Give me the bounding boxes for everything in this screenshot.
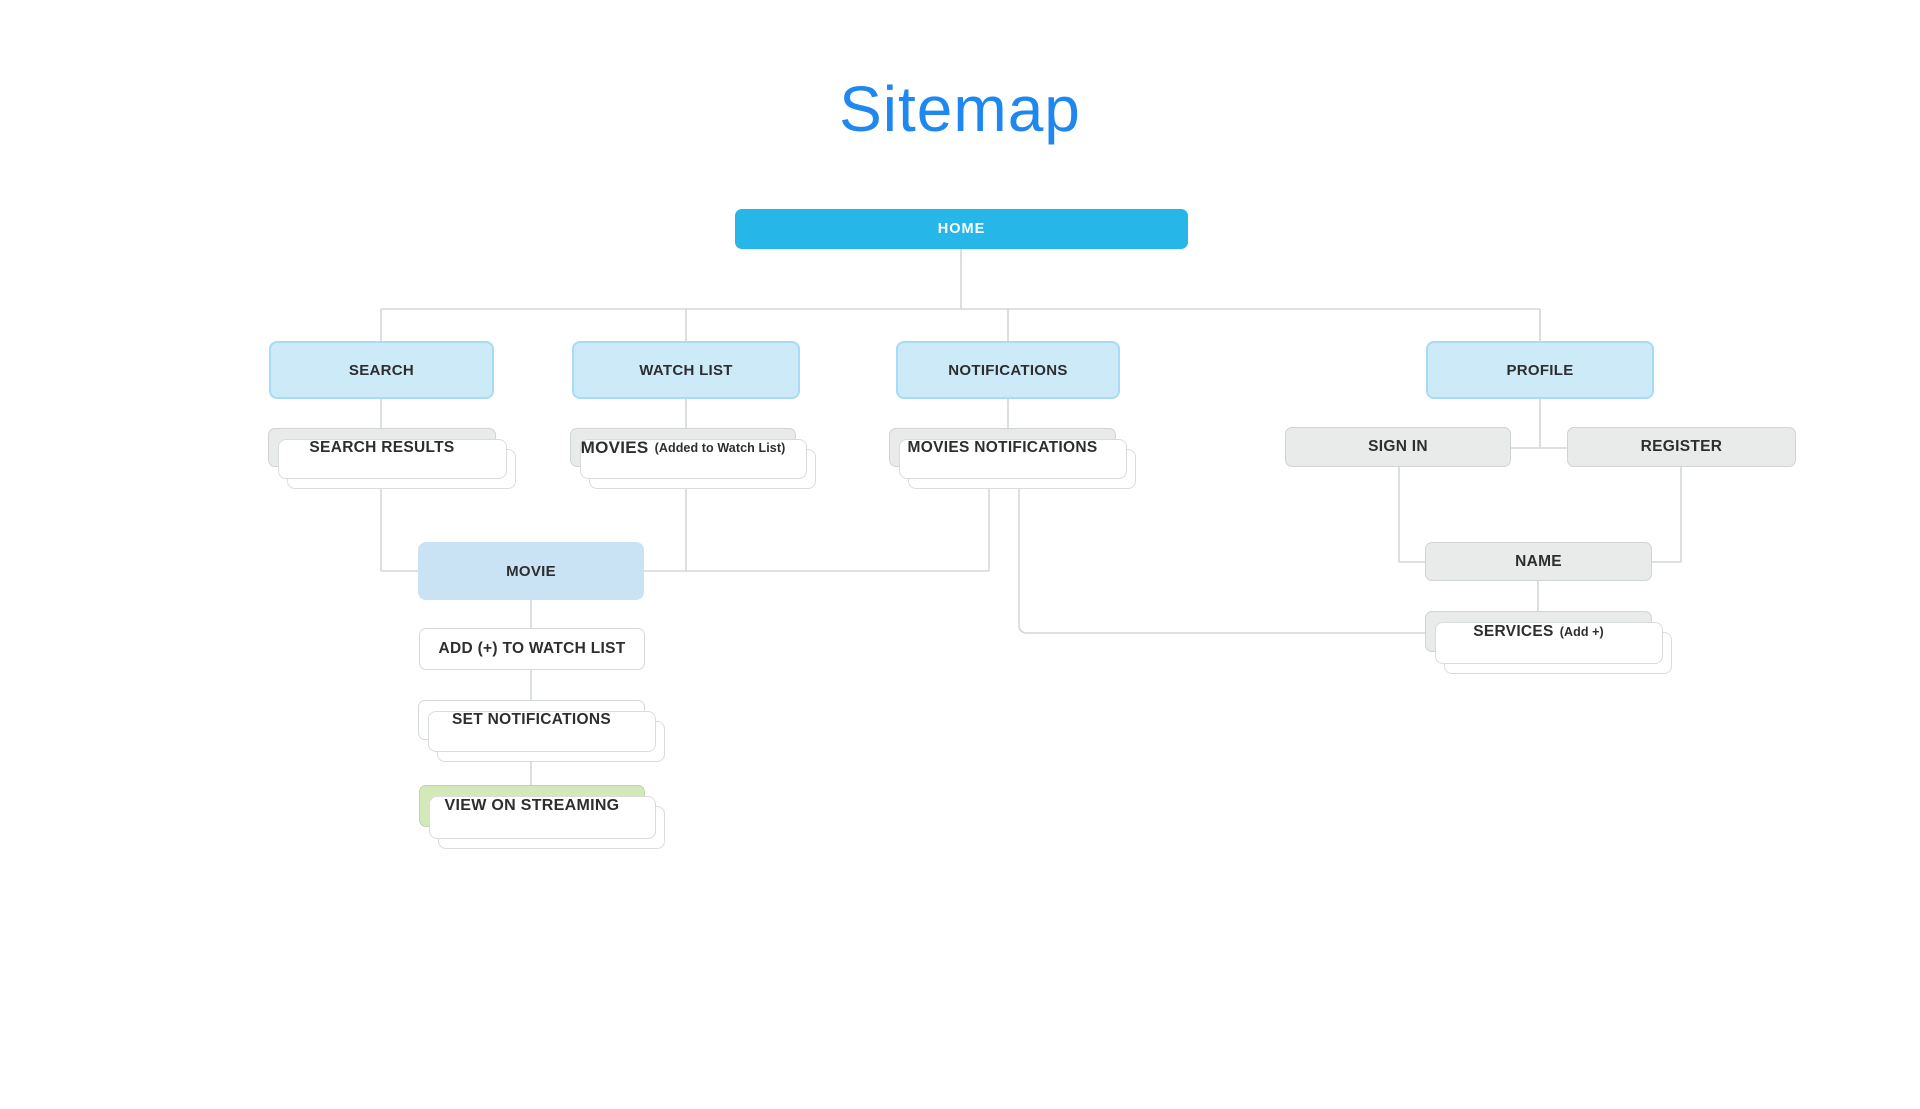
node-watch-list[interactable]: WATCH LIST: [572, 341, 800, 399]
node-label: SEARCH RESULTS: [309, 438, 455, 456]
node-label: VIEW ON STREAMING: [444, 797, 620, 814]
node-label: REGISTER: [1640, 438, 1723, 455]
node-search-results[interactable]: SEARCH RESULTS: [268, 428, 496, 467]
node-movies-notifications[interactable]: MOVIES NOTIFICATIONS: [889, 428, 1116, 467]
node-notifications[interactable]: NOTIFICATIONS: [896, 341, 1120, 399]
node-register[interactable]: REGISTER: [1567, 427, 1796, 467]
node-label: SEARCH: [348, 361, 415, 379]
node-label: SIGN IN: [1368, 438, 1428, 455]
node-label: HOME: [937, 221, 986, 237]
node-movie[interactable]: MOVIE: [418, 542, 644, 600]
node-movies-added-to-watch-list[interactable]: MOVIES (Added to Watch List): [570, 428, 796, 467]
node-label: NAME: [1515, 552, 1562, 570]
node-home[interactable]: HOME: [735, 209, 1188, 249]
node-label: MOVIES NOTIFICATIONS: [907, 438, 1098, 456]
node-view-on-streaming[interactable]: VIEW ON STREAMING: [419, 785, 645, 827]
node-label: MOVIES: [580, 437, 649, 457]
node-search[interactable]: SEARCH: [269, 341, 494, 399]
node-label: WATCH LIST: [639, 361, 733, 379]
node-label: MOVIE: [506, 562, 556, 580]
node-label: SERVICES: [1473, 622, 1554, 640]
node-sublabel: (Add +): [1559, 624, 1604, 639]
node-sublabel: (Added to Watch List): [654, 440, 786, 455]
page-title: Sitemap: [839, 73, 1081, 145]
node-sign-in[interactable]: SIGN IN: [1285, 427, 1511, 467]
node-label: SET NOTIFICATIONS: [452, 711, 611, 728]
node-label: ADD (+) TO WATCH LIST: [438, 640, 626, 657]
node-name[interactable]: NAME: [1425, 542, 1652, 581]
node-services-add[interactable]: SERVICES (Add +): [1425, 611, 1652, 652]
node-profile[interactable]: PROFILE: [1426, 341, 1654, 399]
node-add-to-watch-list[interactable]: ADD (+) TO WATCH LIST: [419, 628, 645, 670]
node-label: NOTIFICATIONS: [948, 361, 1068, 379]
node-set-notifications[interactable]: SET NOTIFICATIONS: [418, 700, 645, 740]
node-label: PROFILE: [1506, 361, 1574, 379]
